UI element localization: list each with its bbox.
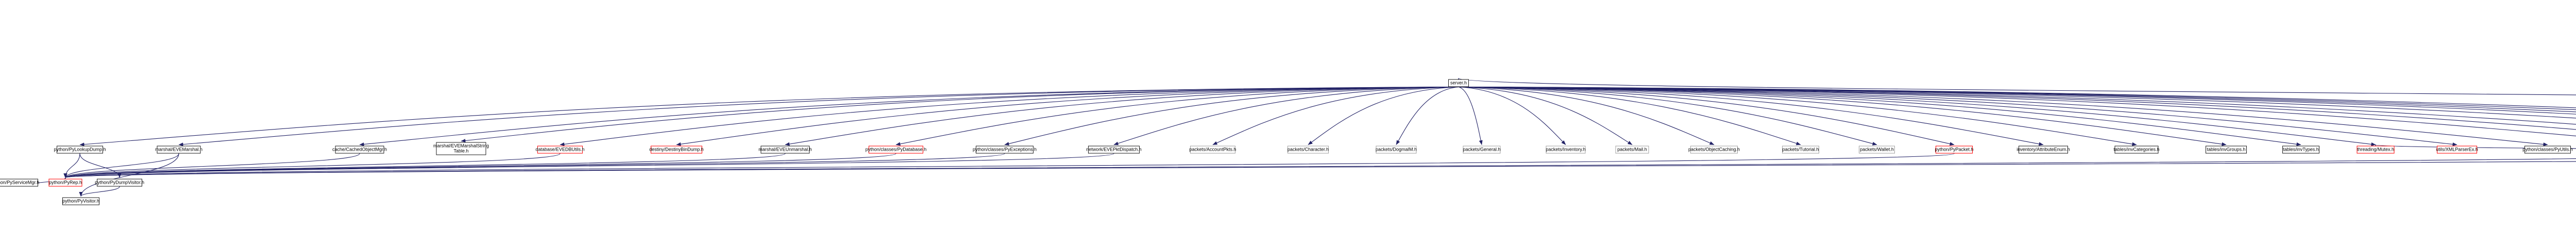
graph-edge-server-mailpkts: [1458, 86, 1633, 145]
graph-node-invgroups[interactable]: tables/invGroups.h: [2206, 146, 2247, 154]
graph-edge-server-dogmaim: [1396, 86, 1459, 145]
graph-node-pyexceptions[interactable]: python/classes/PyExceptions.h: [973, 146, 1037, 154]
graph-edge-server-invgroups: [1458, 86, 2227, 146]
graph-edge-pyexceptions-pyrep: [64, 153, 1005, 178]
graph-edge-server-pylookupdump: [79, 86, 1459, 147]
graph-edge-server-itemref: [1458, 86, 2576, 112]
graph-edge-server-profiler: [1458, 86, 2576, 115]
graph-edge-server-evemarshalstringtable: [461, 86, 1459, 143]
graph-node-evepktdispatch[interactable]: network/EVEPktDispatch.h: [1086, 146, 1142, 154]
graph-edge-server-eveunmarshal: [785, 86, 1459, 146]
graph-edge-cachedobjectmgr-pyrep: [63, 153, 360, 178]
graph-edge-server-eveutils: [1458, 86, 2576, 130]
graph-node-server_h[interactable]: server.h: [1448, 79, 1469, 87]
graph-node-pyutils[interactable]: python/classes/PyUtils.h: [2522, 146, 2573, 154]
graph-node-destinybindump[interactable]: destiny/DestinyBinDump.h: [649, 146, 704, 154]
graph-edge-server-cryptopkts: [1458, 86, 2576, 110]
graph-node-cachedobjectmgr[interactable]: cache/CachedObjectMgr.h: [332, 146, 387, 154]
graph-edge-server-mutex: [1458, 86, 2376, 146]
graph-node-evedbutils[interactable]: database/EVEDBUtils.h: [535, 146, 585, 154]
graph-edge-server-evesession: [1458, 86, 2576, 125]
graph-edge-eveutils-pyrep: [64, 158, 2576, 178]
graph-edge-pypacket-pyrep: [64, 153, 1955, 178]
graph-node-mutex[interactable]: threading/Mutex.h: [2357, 146, 2395, 154]
graph-node-objectcaching[interactable]: packets/ObjectCaching.h: [1688, 146, 1740, 154]
graph-edge-server-evemarshal: [178, 86, 1459, 147]
graph-edge-server-destinypkts: [1458, 86, 2576, 108]
graph-edge-server-accountpkts: [1212, 86, 1459, 146]
graph-node-tutorialpkts[interactable]: packets/Tutorial.h: [1782, 146, 1819, 154]
graph-node-dogmaim[interactable]: packets/DogmaIM.h: [1376, 146, 1417, 154]
graph-edge-itemref-pyrep: [64, 161, 2576, 178]
graph-edge-server-generalpkts: [1458, 86, 1483, 145]
graph-node-evemarshal[interactable]: marshal/EVEMarshal.h: [155, 146, 202, 154]
graph-node-accountpkts[interactable]: packets/AccountPkts.h: [1189, 146, 1236, 154]
graph-node-characterpkts[interactable]: packets/Character.h: [1287, 146, 1329, 154]
graph-edge-server-attributeenum: [1458, 86, 2044, 146]
graph-edge-evepktdispatch-pyrep: [64, 153, 1114, 178]
graph-edge-server-destinybindump: [676, 86, 1459, 146]
graph-edge-server-pyutils: [1458, 86, 2548, 147]
graph-edge-server-characterpkts: [1308, 86, 1459, 145]
graph-node-evemarshalstringtable[interactable]: marshal/EVEMarshalString Table.h: [433, 142, 489, 155]
graph-node-inventorypkts[interactable]: packets/Inventory.h: [1546, 146, 1586, 154]
graph-edge-client_h-server_h: [1457, 78, 2576, 95]
graph-node-pyservicemgr[interactable]: python/PyServiceMgr.h: [0, 179, 39, 187]
graph-node-xmlparserex[interactable]: utils/XMLParserEx.h: [2436, 146, 2478, 154]
graph-edge-server-evepktdispatch: [1113, 86, 1459, 146]
graph-edge-evemarshal-pyvisitor: [79, 153, 179, 197]
graph-edge-server-pypacket: [1458, 86, 1955, 146]
graph-edge-server-invcategories: [1458, 86, 2137, 146]
graph-edge-server-cachedobjectmgr: [359, 86, 1459, 147]
graph-edge-evedbutils-pyrep: [63, 153, 561, 178]
graph-node-pypacket[interactable]: python/PyPacket.h: [1935, 146, 1974, 154]
graph-edge-server-pyexceptions: [1004, 86, 1459, 146]
graph-edge-server-walletpkts: [1458, 86, 1877, 146]
graph-node-walletpkts[interactable]: packets/Wallet.h: [1859, 146, 1895, 154]
graph-edge-pydumpvisitor-pyvisitor: [79, 186, 120, 197]
graph-node-invcategories[interactable]: tables/invCategories.h: [2113, 146, 2160, 154]
graph-edge-server-evetcpserver: [1458, 86, 2576, 119]
graph-edge-server-pydatabase: [895, 86, 1459, 146]
graph-node-attributeenum[interactable]: inventory/AttributeEnum.h: [2016, 146, 2070, 154]
graph-edge-pylookupdump-pydumpvisitor: [79, 153, 122, 178]
graph-node-pydatabase[interactable]: python/classes/PyDatabase.h: [866, 146, 926, 154]
graph-edge-server-passwordmodule: [1458, 86, 2576, 137]
graph-edge-server-evedbutils: [560, 86, 1459, 146]
graph-node-mailpkts[interactable]: packets/Mail.h: [1615, 146, 1649, 154]
graph-node-pyrep[interactable]: python/PyRep.h: [48, 179, 82, 187]
graph-edge-pydatabase-pyrep: [64, 153, 896, 178]
graph-node-pylookupdump[interactable]: python/PyLookupDump.h: [54, 146, 106, 154]
graph-edge-pylookupdump-pyrep: [63, 153, 80, 178]
graph-node-pydumpvisitor[interactable]: python/PyDumpVisitor.h: [95, 179, 144, 187]
graph-node-invtypes[interactable]: tables/invTypes.h: [2282, 146, 2319, 154]
graph-edge-server-xmlparserex: [1458, 86, 2458, 147]
graph-node-pyvisitor[interactable]: python/PyVisitor.h: [62, 197, 99, 205]
graph-edge-server-objectcaching: [1458, 86, 1715, 146]
graph-edge-server-inventorypkts: [1458, 86, 1566, 145]
graph-edge-evemarshal-pyrep: [63, 153, 179, 178]
graph-node-generalpkts[interactable]: packets/General.h: [1463, 146, 1501, 154]
graph-node-eveunmarshal[interactable]: marshal/EVEUnmarshal.h: [758, 146, 812, 154]
graph-edge-eveunmarshal-pyrep: [64, 153, 786, 178]
graph-edge-server-tutorialpkts: [1458, 86, 1801, 146]
graph-edge-server-invtypes: [1458, 86, 2301, 146]
